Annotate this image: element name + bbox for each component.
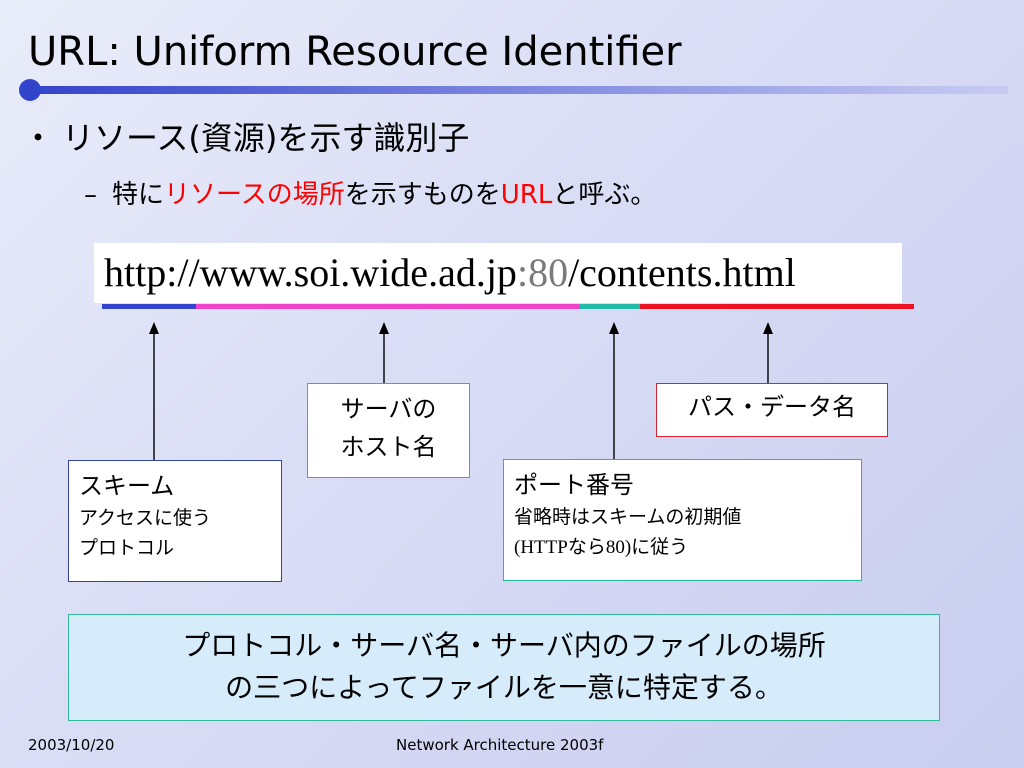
- bullet-main-text: リソース(資源)を示す識別子: [62, 119, 470, 157]
- scheme-label-line1: アクセスに使う: [79, 507, 212, 529]
- title-underline: [19, 79, 1008, 101]
- port-label-line2: (HTTPなら80)に従う: [514, 532, 851, 563]
- bullet-marker: ・: [22, 119, 55, 157]
- port-arrowhead: [609, 322, 619, 334]
- sub-bullet-marker: –: [84, 180, 97, 210]
- summary-line2: の三つによってファイルを一意に特定する。: [225, 671, 783, 704]
- port-label-http: (HTTP: [514, 537, 568, 558]
- host-segment-bar: [196, 304, 580, 309]
- path-label-box: パス・データ名: [656, 383, 888, 437]
- port-label-box: ポート番号 省略時はスキームの初期値 (HTTPなら80)に従う: [503, 459, 862, 581]
- port-label-title: ポート番号: [514, 471, 634, 499]
- slide-title: URL: Uniform Resource Identifier: [28, 29, 682, 75]
- summary-box: プロトコル・サーバ名・サーバ内のファイルの場所 の三つによってファイルを一意に特…: [68, 614, 940, 721]
- sub-text-5: と呼ぶ。: [552, 180, 657, 210]
- summary-line1: プロトコル・サーバ名・サーバ内のファイルの場所: [182, 629, 826, 662]
- server-label-line1: サーバの: [340, 395, 437, 423]
- host-arrowhead: [379, 322, 389, 334]
- port-segment-bar: [580, 304, 640, 309]
- url-path: /contents.html: [568, 250, 796, 295]
- scheme-label-title: スキーム: [79, 472, 175, 500]
- sub-text-highlight-url: URL: [500, 180, 553, 210]
- port-label-80: 80): [605, 537, 632, 558]
- url-example-box: http://www.soi.wide.ad.jp:80/contents.ht…: [94, 243, 902, 303]
- sub-text-1: 特に: [112, 180, 165, 210]
- scheme-arrowhead: [149, 322, 159, 334]
- bullet-main: ・リソース(資源)を示す識別子: [22, 118, 469, 158]
- footer-date: 2003/10/20: [28, 736, 115, 754]
- url-example: http://www.soi.wide.ad.jp:80/contents.ht…: [104, 247, 796, 299]
- scheme-label-box: スキーム アクセスに使う プロトコル: [68, 460, 282, 582]
- path-arrowhead: [763, 322, 773, 334]
- port-label-line1: 省略時はスキームの初期値: [514, 506, 742, 528]
- url-port: 80: [528, 250, 569, 295]
- sub-text-highlight-location: リソースの場所: [164, 180, 345, 210]
- sub-text-3: を示すものを: [344, 180, 501, 210]
- path-label-title: パス・データ名: [688, 393, 856, 421]
- server-label-box: サーバの ホスト名: [307, 383, 470, 478]
- port-label-follow: に従う: [631, 536, 689, 558]
- url-colon: :: [516, 250, 529, 295]
- url-scheme-host: http://www.soi.wide.ad.jp: [104, 250, 517, 295]
- path-segment-bar: [640, 304, 914, 309]
- footer-title: Network Architecture 2003f: [396, 736, 604, 754]
- server-label-line2: ホスト名: [340, 433, 437, 461]
- scheme-segment-bar: [102, 304, 196, 309]
- scheme-label-line2: プロトコル: [79, 537, 175, 559]
- port-label-nara: なら: [567, 536, 606, 558]
- bullet-sub: –特にリソースの場所を示すものをURLと呼ぶ。: [84, 178, 656, 212]
